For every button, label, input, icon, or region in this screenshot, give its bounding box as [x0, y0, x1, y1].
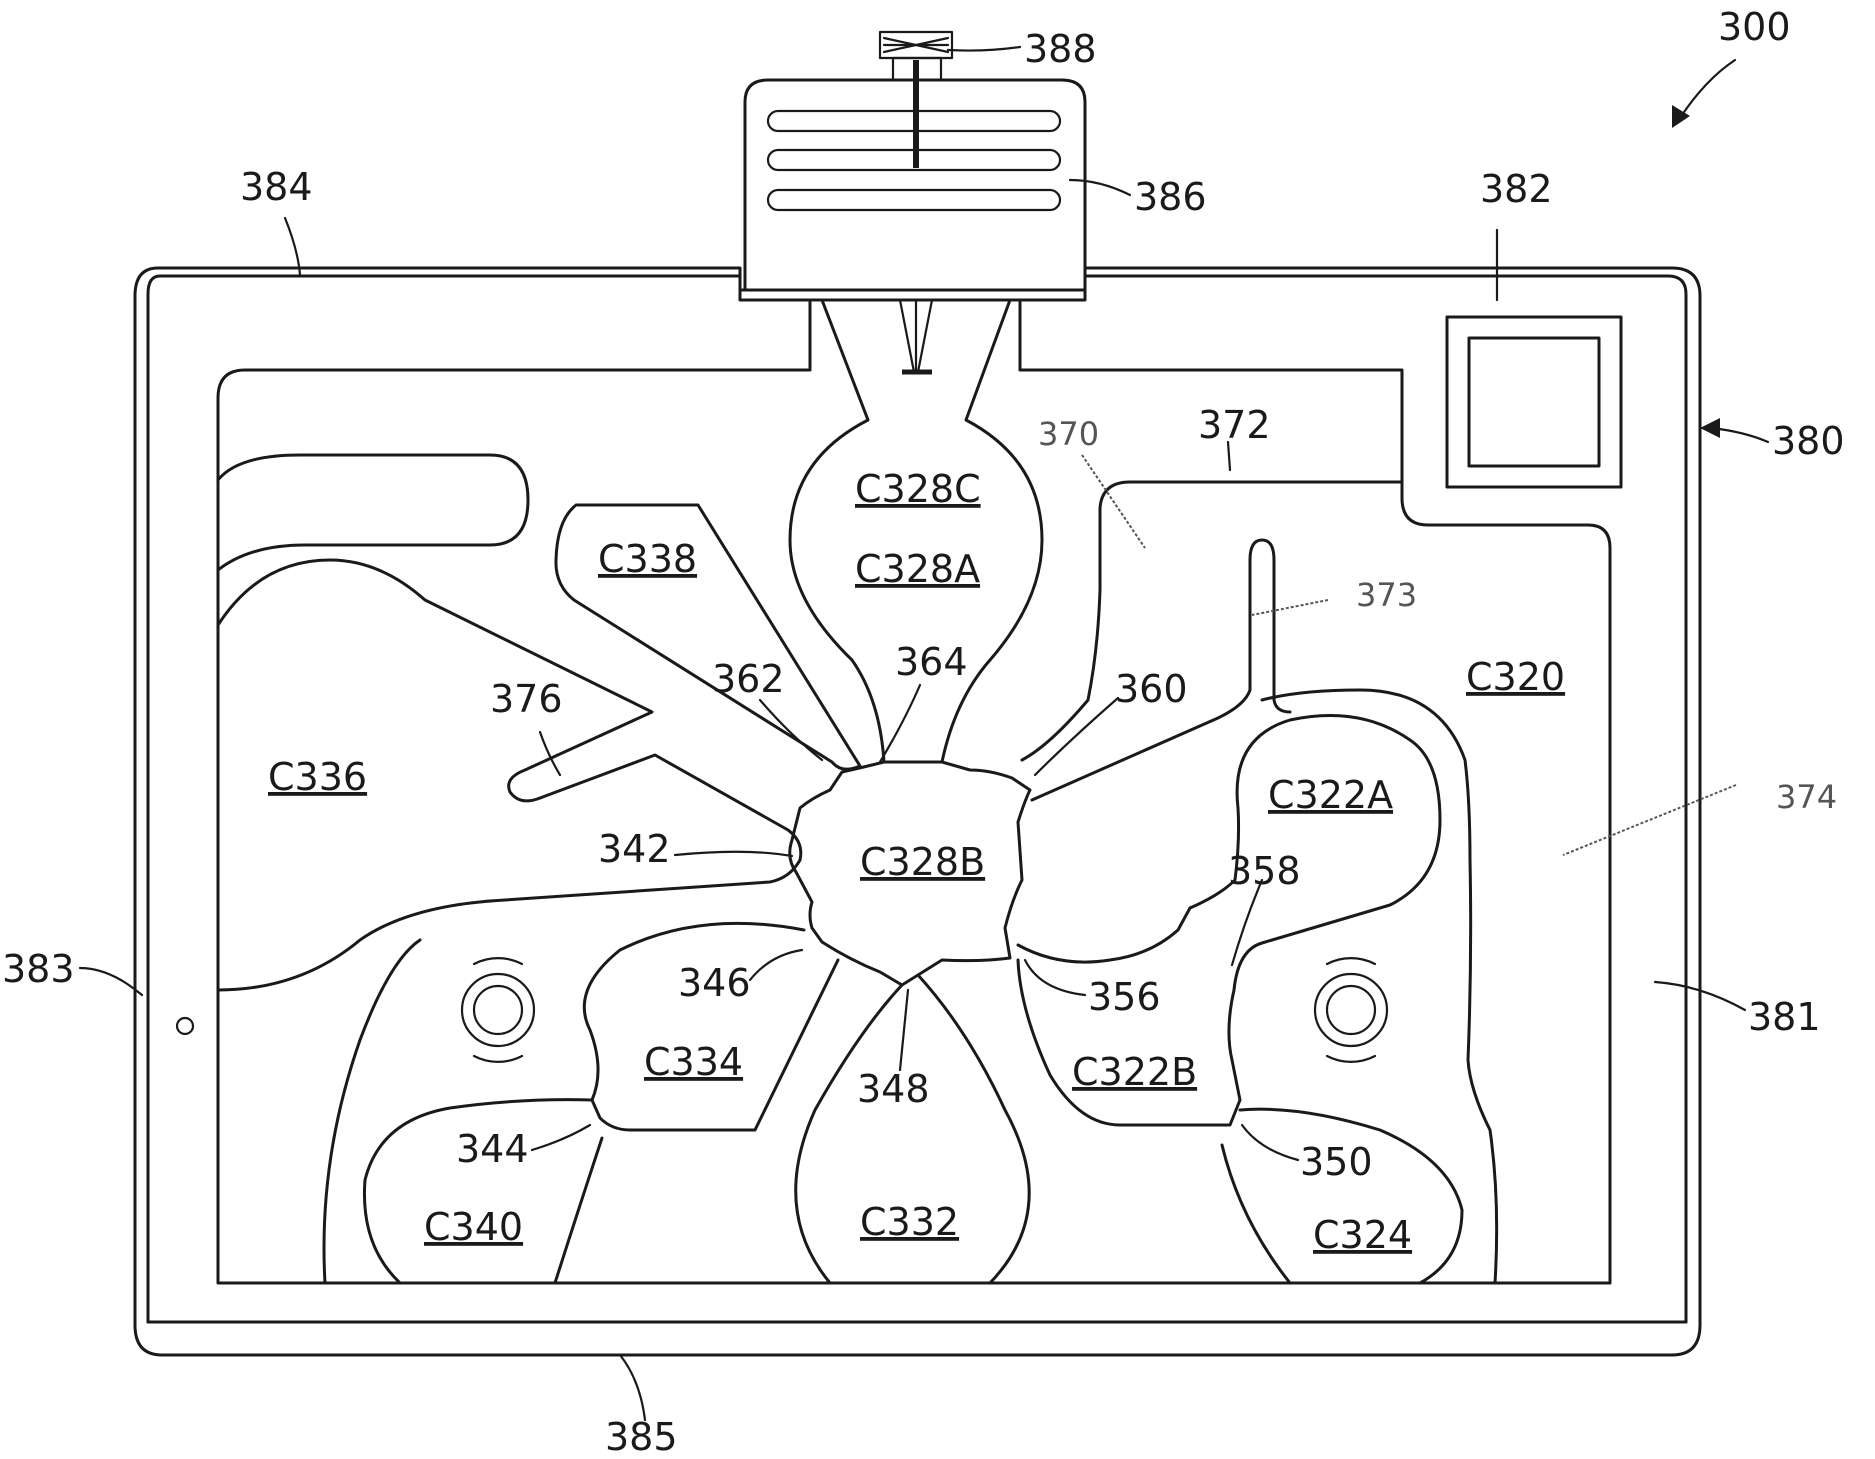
left-channel — [324, 940, 420, 1283]
alignment-hole — [177, 1018, 193, 1034]
lead-373 — [1252, 600, 1328, 615]
port-388-cap — [880, 32, 952, 58]
ref-300: 300 — [1718, 5, 1791, 49]
window-382-outer — [1447, 317, 1621, 487]
ref-374: 374 — [1776, 778, 1837, 816]
ref-380: 380 — [1772, 419, 1845, 463]
lead-342 — [675, 852, 792, 856]
label-C328B: C328B — [860, 840, 985, 884]
window-382-inner — [1469, 338, 1599, 466]
lead-385 — [620, 1355, 645, 1420]
ref-382: 382 — [1480, 167, 1553, 211]
cap-slot-3 — [768, 190, 1060, 210]
ref-346: 346 — [678, 961, 751, 1005]
chamber-C336 — [218, 455, 528, 570]
lead-383 — [80, 968, 142, 995]
label-C336: C336 — [268, 755, 367, 799]
label-C322A: C322A — [1268, 773, 1393, 817]
label-C322B: C322B — [1072, 1050, 1197, 1094]
lead-348 — [900, 990, 908, 1070]
channel-360 — [1022, 482, 1402, 760]
ref-360: 360 — [1115, 667, 1188, 711]
ref-370: 370 — [1038, 415, 1099, 453]
label-C340: C340 — [424, 1205, 523, 1249]
ref-381: 381 — [1748, 995, 1821, 1039]
lead-346 — [750, 950, 802, 980]
cartridge-inner-frame — [148, 276, 1686, 1322]
lead-370 — [1082, 455, 1145, 548]
lead-360 — [1035, 698, 1118, 775]
bubble-trap-right — [1315, 958, 1387, 1062]
arrow-380 — [1712, 428, 1768, 442]
chamber-C334 — [584, 923, 838, 1130]
ref-344: 344 — [456, 1127, 529, 1171]
lead-350 — [1242, 1125, 1298, 1160]
lead-356 — [1025, 960, 1085, 995]
ref-358: 358 — [1228, 849, 1301, 893]
label-C334: C334 — [644, 1040, 743, 1084]
label-C324: C324 — [1313, 1213, 1412, 1257]
ref-384: 384 — [240, 165, 313, 209]
label-C338: C338 — [598, 537, 697, 581]
ref-364: 364 — [895, 640, 968, 684]
ref-348: 348 — [857, 1067, 930, 1111]
arrow-300 — [1680, 60, 1735, 118]
lead-388 — [948, 47, 1020, 51]
ref-388: 388 — [1024, 27, 1097, 71]
lead-364 — [880, 685, 920, 762]
label-C320: C320 — [1466, 655, 1565, 699]
lead-384 — [285, 218, 300, 275]
label-C328A: C328A — [855, 547, 980, 591]
ref-373: 373 — [1356, 576, 1417, 614]
cartridge-outer-frame — [135, 268, 1700, 1355]
lead-386 — [1070, 180, 1130, 195]
lead-344 — [532, 1125, 590, 1150]
label-C332: C332 — [860, 1200, 959, 1244]
ref-372: 372 — [1198, 403, 1271, 447]
ref-356: 356 — [1088, 975, 1161, 1019]
ref-386: 386 — [1134, 175, 1207, 219]
ref-342: 342 — [598, 827, 671, 871]
ref-376: 376 — [490, 677, 563, 721]
bubble-trap-left — [462, 958, 534, 1062]
lead-374 — [1563, 785, 1736, 855]
label-C328C: C328C — [855, 467, 981, 511]
ref-362: 362 — [712, 657, 785, 701]
ref-385: 385 — [605, 1415, 678, 1459]
arrow-380-head — [1700, 418, 1720, 438]
lead-376 — [540, 732, 560, 775]
ref-350: 350 — [1300, 1140, 1373, 1184]
fluidic-boundary — [218, 300, 1610, 1283]
ref-383: 383 — [2, 947, 75, 991]
